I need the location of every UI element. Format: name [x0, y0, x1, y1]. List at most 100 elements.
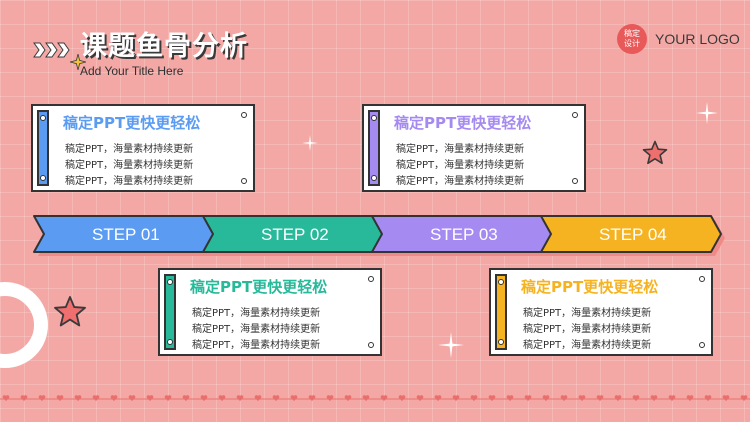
info-card-1: 稿定PPT更快更轻松 稿定PPT，海量素材持续更新 稿定PPT，海量素材持续更新… — [31, 104, 255, 192]
heart-icon — [542, 395, 550, 401]
heart-icon — [344, 395, 352, 401]
card-accent-bar — [495, 274, 507, 350]
page-subtitle: Add Your Title Here — [80, 64, 184, 78]
card-bolt-icon — [40, 175, 46, 181]
heart-icon — [596, 395, 604, 401]
heart-icon — [452, 395, 460, 401]
card-bolt-icon — [371, 175, 377, 181]
card-accent-bar — [164, 274, 176, 350]
heart-icon — [290, 395, 298, 401]
gold-sparkle-icon — [70, 54, 86, 70]
card-bolt-icon — [167, 339, 173, 345]
card-text-line: 稿定PPT，海量素材持续更新 — [192, 340, 321, 351]
heart-icon — [128, 395, 136, 401]
heart-icon — [686, 395, 694, 401]
heart-icon — [362, 395, 370, 401]
white-sparkle-icon — [302, 135, 318, 151]
card-text-line: 稿定PPT，海量素材持续更新 — [523, 340, 652, 351]
step-label-3: STEP 03 — [430, 225, 498, 244]
heart-icon — [326, 395, 334, 401]
card-text-line: 稿定PPT，海量素材持续更新 — [523, 308, 652, 319]
card-text-line: 稿定PPT，海量素材持续更新 — [396, 160, 525, 171]
card-bolt-icon — [498, 279, 504, 285]
step-label-4: STEP 04 — [599, 225, 667, 244]
heart-icon — [416, 395, 424, 401]
heart-icon — [470, 395, 478, 401]
card-text-line: 稿定PPT，海量素材持续更新 — [65, 144, 194, 155]
page-title: 课题鱼骨分析 — [80, 31, 248, 62]
star-icon — [54, 296, 86, 327]
heart-icon — [56, 395, 64, 401]
logo-badge-line2: 设计 — [624, 39, 640, 48]
card-accent-bar — [37, 110, 49, 186]
logo-text: YOUR LOGO — [655, 31, 740, 47]
heart-icon — [740, 395, 748, 401]
heart-icon — [20, 395, 28, 401]
card-text-line: 稿定PPT，海量素材持续更新 — [65, 176, 194, 187]
card-bolt-icon — [40, 115, 46, 121]
chevrons-icon — [33, 42, 70, 58]
heart-icon — [308, 395, 316, 401]
info-card-2: 稿定PPT更快更轻松 稿定PPT，海量素材持续更新 稿定PPT，海量素材持续更新… — [362, 104, 586, 192]
heart-icon — [398, 395, 406, 401]
card-title: 稿定PPT更快更轻松 — [63, 114, 201, 132]
card-bolt-icon — [241, 112, 247, 118]
card-text-line: 稿定PPT，海量素材持续更新 — [396, 176, 525, 187]
card-bolt-icon — [167, 279, 173, 285]
bottom-heart-border — [0, 395, 750, 401]
card-text-line: 稿定PPT，海量素材持续更新 — [192, 324, 321, 335]
heart-icon — [2, 395, 10, 401]
step-arrow-4 — [540, 215, 722, 253]
heart-icon — [182, 395, 190, 401]
heart-icon — [668, 395, 676, 401]
heart-icon — [218, 395, 226, 401]
info-card-4: 稿定PPT更快更轻松 稿定PPT，海量素材持续更新 稿定PPT，海量素材持续更新… — [489, 268, 713, 356]
heart-icon — [506, 395, 514, 401]
heart-icon — [434, 395, 442, 401]
card-bolt-icon — [699, 276, 705, 282]
heart-icon — [632, 395, 640, 401]
card-text-line: 稿定PPT，海量素材持续更新 — [396, 144, 525, 155]
heart-icon — [38, 395, 46, 401]
heart-icon — [92, 395, 100, 401]
card-text-line: 稿定PPT，海量素材持续更新 — [523, 324, 652, 335]
card-bolt-icon — [368, 276, 374, 282]
heart-icon — [704, 395, 712, 401]
card-bolt-icon — [371, 115, 377, 121]
card-title: 稿定PPT更快更轻松 — [394, 114, 532, 132]
heart-icon — [650, 395, 658, 401]
card-title: 稿定PPT更快更轻松 — [521, 278, 659, 296]
card-accent-bar — [368, 110, 380, 186]
card-bolt-icon — [498, 339, 504, 345]
info-card-3: 稿定PPT更快更轻松 稿定PPT，海量素材持续更新 稿定PPT，海量素材持续更新… — [158, 268, 382, 356]
heart-icon — [200, 395, 208, 401]
heart-icon — [74, 395, 82, 401]
heart-icon — [272, 395, 280, 401]
heart-icon — [146, 395, 154, 401]
card-bolt-icon — [368, 342, 374, 348]
heart-icon — [380, 395, 388, 401]
step-label-2: STEP 02 — [261, 225, 329, 244]
heart-icon — [722, 395, 730, 401]
heart-icon — [614, 395, 622, 401]
card-bolt-icon — [241, 178, 247, 184]
heart-icon — [236, 395, 244, 401]
card-text-line: 稿定PPT，海量素材持续更新 — [65, 160, 194, 171]
card-text-line: 稿定PPT，海量素材持续更新 — [192, 308, 321, 319]
heart-icon — [254, 395, 262, 401]
ring-decoration — [0, 282, 48, 368]
logo-badge-line1: 稿定 — [624, 29, 640, 38]
step-label-1: STEP 01 — [92, 225, 160, 244]
heart-icon — [110, 395, 118, 401]
card-bolt-icon — [572, 112, 578, 118]
card-title: 稿定PPT更快更轻松 — [190, 278, 328, 296]
white-sparkle-icon — [696, 102, 718, 124]
heart-icon — [578, 395, 586, 401]
heart-icon — [488, 395, 496, 401]
star-icon — [642, 140, 668, 165]
white-sparkle-icon — [438, 332, 464, 358]
heart-icon — [560, 395, 568, 401]
logo-badge: 稿定 设计 — [617, 24, 647, 54]
